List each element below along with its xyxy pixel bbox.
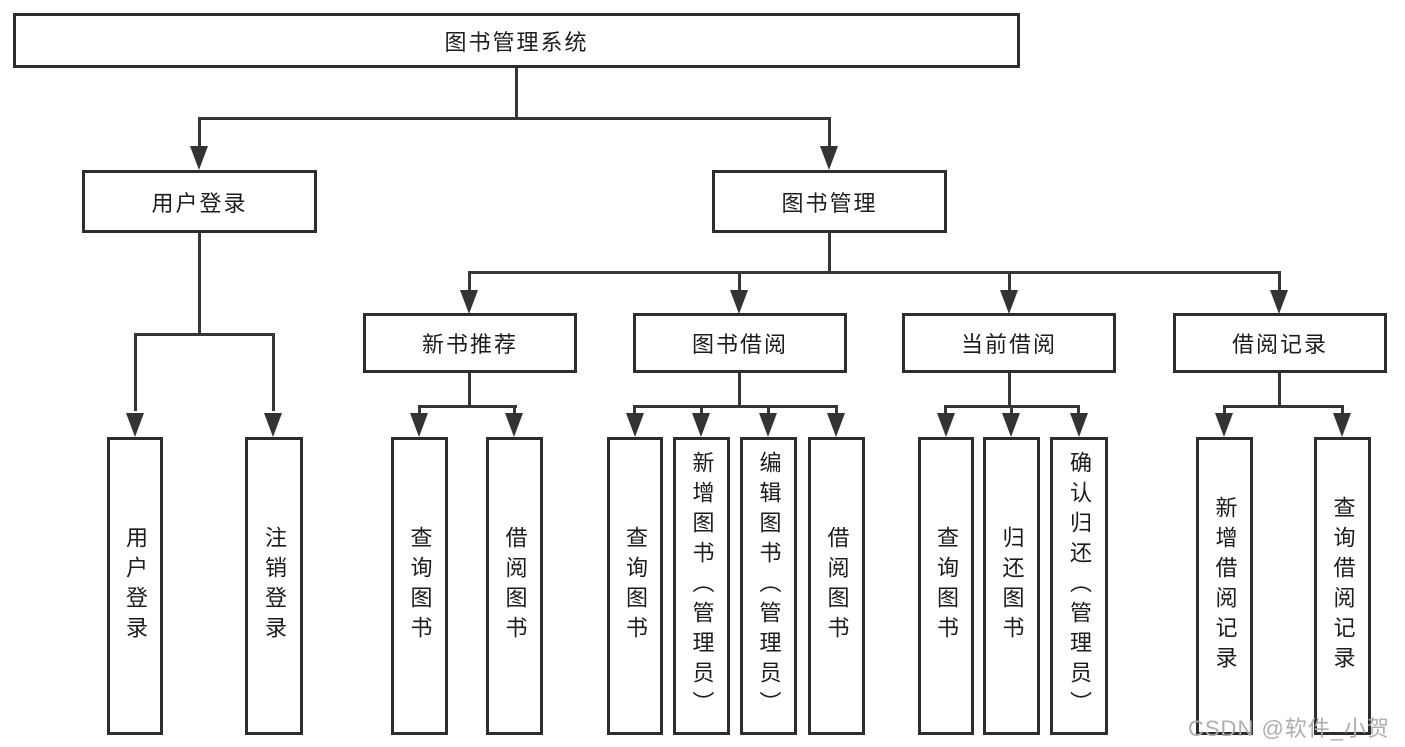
arrow-down-icon [626,413,644,437]
leaf-add-book-admin: 新增图书（管理员） [673,437,730,735]
node-current-borrow-label: 当前借阅 [960,332,1057,357]
leaf-label: 新增图书（管理员） [689,451,715,721]
connector-line [1010,405,1013,419]
leaf-borrow-books-borrow: 借阅图书 [808,437,865,735]
connector-line [767,405,770,419]
connector-line [828,117,831,147]
connector-line [134,333,275,336]
connector-line [198,117,201,147]
leaf-add-borrow-record: 新增借阅记录 [1196,437,1253,735]
arrow-down-icon [692,413,710,437]
connector-line [1077,405,1080,419]
arrow-down-icon [937,413,955,437]
connector-line [468,271,1281,274]
connector-line [198,117,831,120]
connector-line [1341,405,1344,419]
leaf-edit-book-admin: 编辑图书（管理员） [740,437,797,735]
leaf-label: 新增借阅记录 [1212,496,1238,676]
connector-line [515,68,518,119]
arrow-down-icon [264,413,282,437]
node-book-borrow-label: 图书借阅 [691,332,788,357]
connector-line [738,373,741,407]
connector-line [1278,271,1281,293]
arrow-down-icon [730,290,748,314]
leaf-label: 确认归还（管理员） [1067,451,1092,721]
arrow-down-icon [1270,290,1288,314]
leaf-label: 借阅图书 [824,526,850,646]
node-borrow-records-label: 借阅记录 [1231,332,1328,357]
connector-line [1008,373,1011,407]
leaf-logout: 注销登录 [245,437,303,735]
leaf-label: 查询图书 [934,526,959,646]
connector-line [418,405,517,408]
leaf-query-books-borrow: 查询图书 [607,437,663,735]
leaf-query-books-current: 查询图书 [918,437,974,735]
arrow-down-icon [820,146,838,170]
connector-line [468,271,471,293]
leaf-borrow-books-recommend: 借阅图书 [486,437,543,735]
arrow-down-icon [827,413,845,437]
arrow-down-icon [1070,413,1088,437]
leaf-query-borrow-record: 查询借阅记录 [1314,437,1371,735]
leaf-user-login: 用户登录 [107,437,163,735]
connector-line [633,405,838,408]
connector-line [198,233,201,335]
arrow-down-icon [505,413,523,437]
arrow-down-icon [1000,290,1018,314]
leaf-label: 借阅图书 [502,526,528,646]
leaf-label: 用户登录 [123,526,148,646]
node-user-login-label: 用户登录 [151,190,248,216]
connector-line [1278,373,1281,407]
node-user-login: 用户登录 [82,170,317,233]
leaf-label: 归还图书 [999,526,1025,646]
connector-line [272,333,275,411]
connector-line [418,405,421,419]
node-book-borrow: 图书借阅 [633,313,847,373]
node-current-borrow: 当前借阅 [902,313,1116,373]
connector-line [828,233,831,273]
connector-line [835,405,838,419]
connector-line [468,373,471,407]
connector-line [633,405,636,419]
leaf-label: 查询图书 [407,526,433,646]
arrow-down-icon [126,413,144,437]
arrow-down-icon [759,413,777,437]
leaf-confirm-return-admin: 确认归还（管理员） [1050,437,1108,735]
connector-line [134,333,137,411]
leaf-label: 注销登录 [262,526,287,646]
node-root-label: 图书管理系统 [444,29,589,55]
node-new-book-recommend: 新书推荐 [363,313,577,373]
node-borrow-records: 借阅记录 [1173,313,1387,373]
connector-line [944,405,947,419]
node-book-management-label: 图书管理 [781,190,878,216]
connector-line [738,271,741,293]
node-new-book-recommend-label: 新书推荐 [421,332,518,357]
leaf-return-book: 归还图书 [983,437,1040,735]
connector-line [1223,405,1226,419]
arrow-down-icon [1333,413,1351,437]
leaf-label: 编辑图书（管理员） [756,451,782,721]
arrow-down-icon [1215,413,1233,437]
connector-line [513,405,516,419]
leaf-label: 查询借阅记录 [1330,496,1356,676]
connector-line [700,405,703,419]
arrow-down-icon [460,290,478,314]
node-root: 图书管理系统 [13,13,1020,68]
arrow-down-icon [190,146,208,170]
connector-line [1008,271,1011,293]
node-book-management: 图书管理 [712,170,947,233]
leaf-query-books-recommend: 查询图书 [391,437,448,735]
arrow-down-icon [1002,413,1020,437]
watermark: CSDN @软件_小贺同学 [1188,716,1391,741]
leaf-label: 查询图书 [623,526,648,646]
arrow-down-icon [410,413,428,437]
connector-line [1223,405,1344,408]
